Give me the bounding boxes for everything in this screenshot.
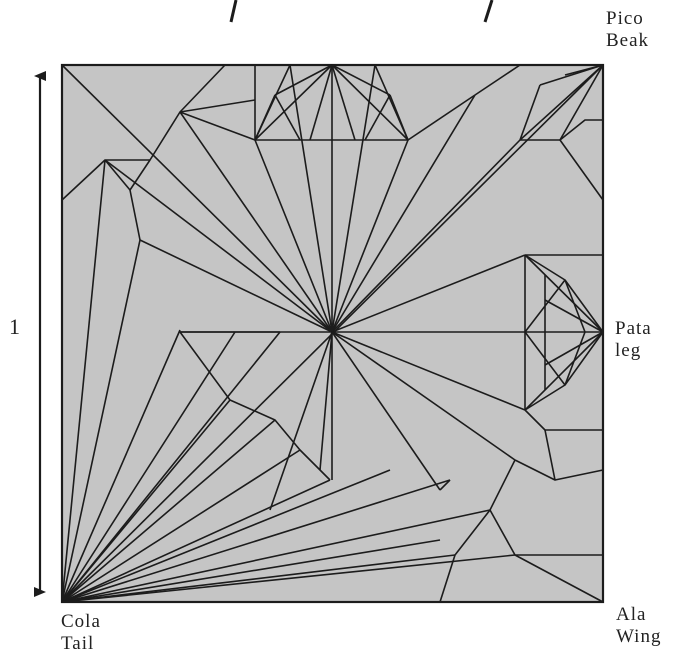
wing-corner-label: Ala Wing — [616, 604, 661, 648]
leg-edge-label: Pata leg — [615, 318, 652, 362]
leg-label-spanish: Pata — [615, 318, 652, 340]
tail-label-english: Tail — [61, 633, 101, 655]
wing-label-spanish: Ala — [616, 604, 661, 626]
leg-label-english: leg — [615, 340, 652, 362]
beak-label-english: Beak — [606, 30, 649, 52]
tail-corner-label: Cola Tail — [61, 611, 101, 655]
tail-label-spanish: Cola — [61, 611, 101, 633]
model-silhouette-hint — [231, 0, 492, 22]
dimension-label: 1 — [9, 314, 20, 340]
beak-corner-label: Pico Beak — [606, 8, 649, 52]
wing-label-english: Wing — [616, 626, 661, 648]
beak-label-spanish: Pico — [606, 8, 649, 30]
